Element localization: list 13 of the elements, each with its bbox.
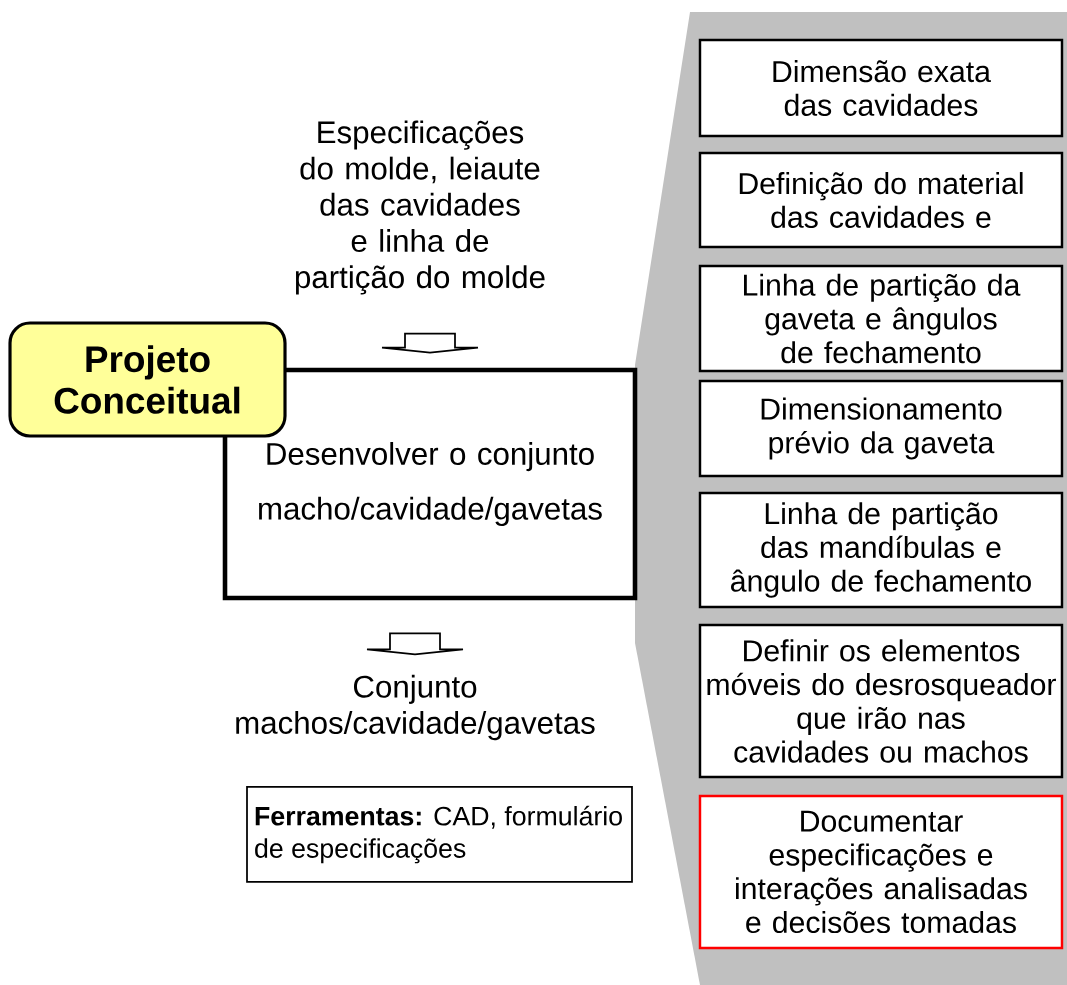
task-box: Definir os elementos móveis do desrosqueador que irão nas cavidades ou machos bbox=[698, 623, 1064, 779]
task-box: Linha de partição da gaveta e ângulos de fechamento bbox=[698, 264, 1064, 373]
task-box: Linha de partição das mandíbulas e ângulo de fechamento bbox=[698, 491, 1064, 609]
block-arrow bbox=[366, 632, 464, 656]
task-box: Documentar especificações e interações analisadas e decisões tomadas bbox=[698, 794, 1064, 950]
flow-text: Conjunto machos/cavidade/gavetas bbox=[236, 674, 595, 741]
task-box: Dimensionamento prévio da gaveta bbox=[698, 379, 1064, 478]
block-arrow bbox=[381, 332, 479, 354]
task-box: Dimensão exata das cavidades bbox=[698, 38, 1064, 138]
phase-label: Projeto Conceitual bbox=[8, 321, 287, 438]
task-box: Definição do material das cavidades e bbox=[698, 151, 1064, 249]
flow-text: Especificações do molde, leiaute das cavidades e linha de partição do molde bbox=[296, 120, 545, 295]
tools-box: Ferramentas: CAD, formulário de especificações bbox=[246, 786, 633, 883]
